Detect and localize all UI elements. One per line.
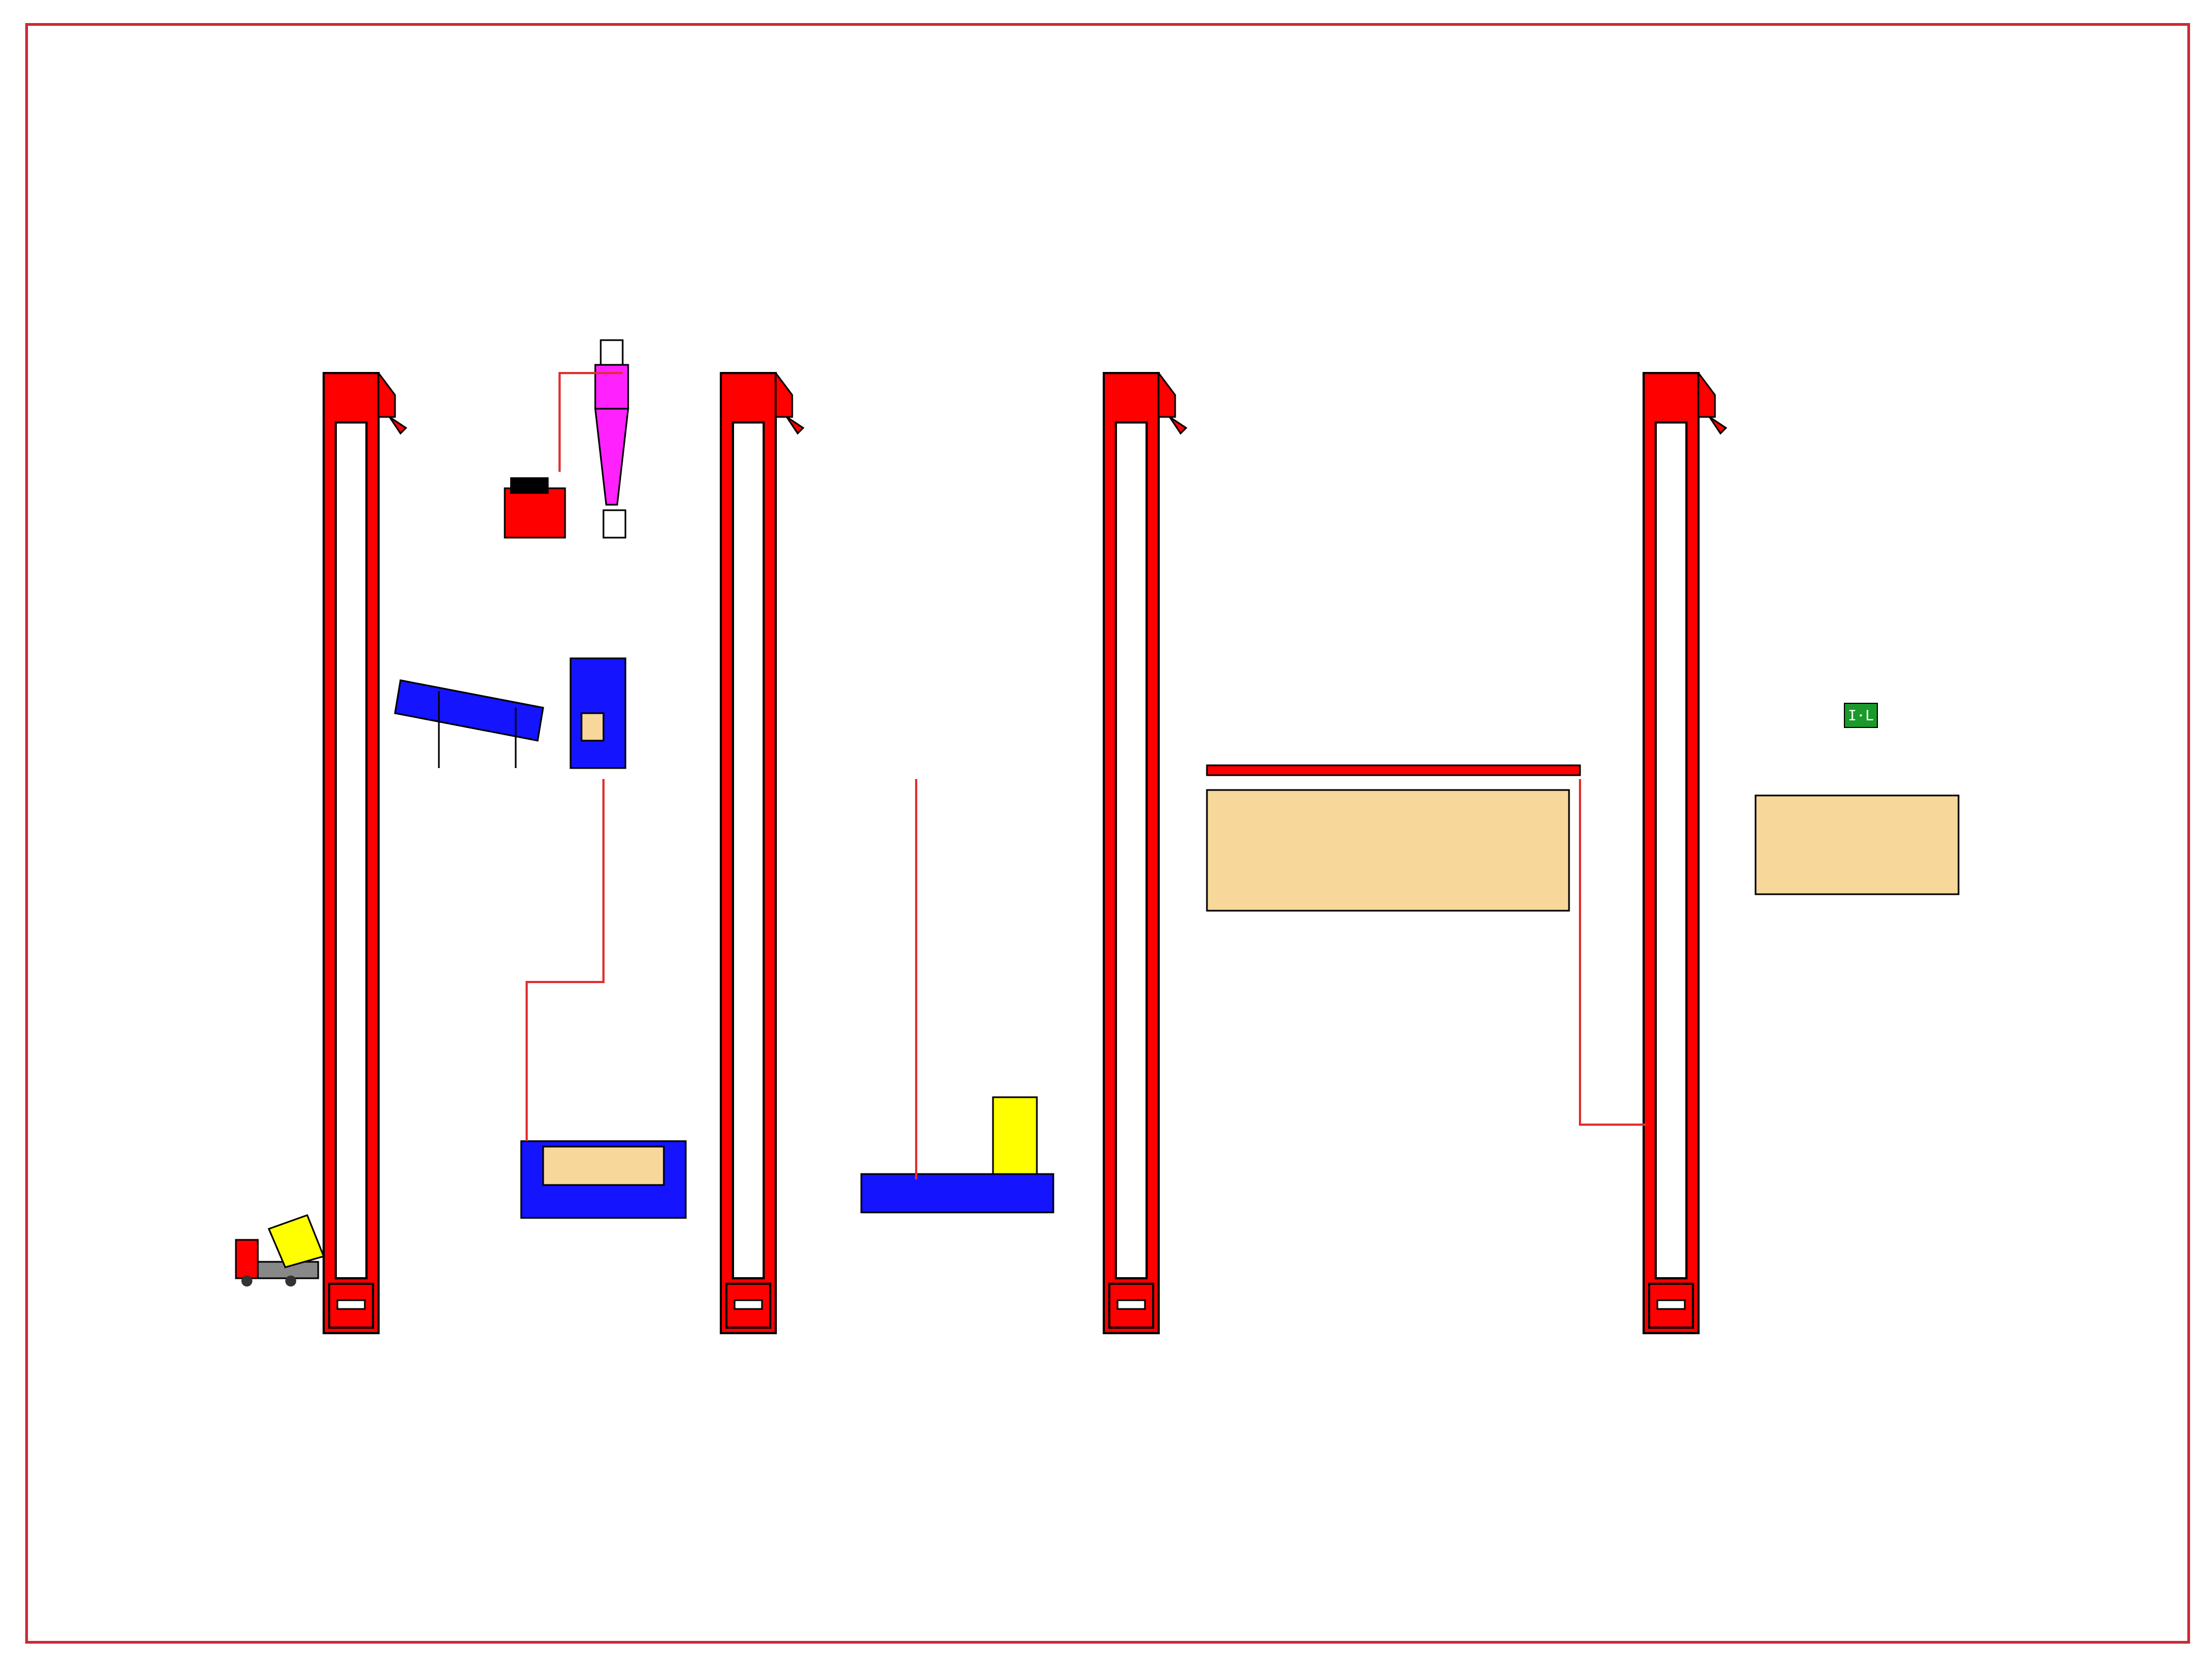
- feeder: [569, 657, 627, 769]
- extruder: [860, 1096, 1054, 1214]
- mixer: [520, 1140, 687, 1219]
- small-bin-group: [1754, 794, 1960, 895]
- cyclone: [594, 339, 629, 539]
- bucket-elevator-1[interactable]: [323, 372, 408, 1334]
- svg-text:I·L: I·L: [1848, 708, 1874, 724]
- fan: [504, 477, 566, 539]
- pipes: [526, 372, 1646, 1180]
- drum-cleaner: [394, 679, 544, 768]
- large-bin-group: [1206, 789, 1570, 912]
- top-conveyor: [1206, 764, 1581, 776]
- feed-truck: [235, 1214, 325, 1286]
- bucket-elevator-2[interactable]: [720, 372, 805, 1334]
- bucket-elevator-4[interactable]: [1643, 372, 1728, 1334]
- bucket-elevator-3[interactable]: [1103, 372, 1188, 1334]
- level-badge: I·L: [1844, 703, 1878, 728]
